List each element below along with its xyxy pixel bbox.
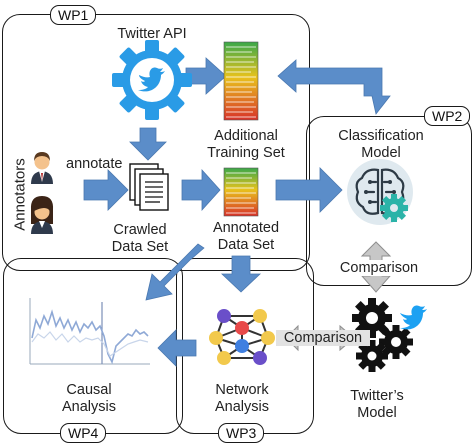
comparison-horizontal-label: Comparison: [276, 330, 370, 346]
crawled-data-set-label-line2: Data Set: [111, 239, 169, 255]
annotated-data-set-label-line1: Annotated: [212, 220, 280, 236]
arrow-annotated-to-causal: [145, 243, 205, 301]
twitters-model-label-line2: Model: [357, 405, 397, 421]
arrow-network-to-causal: [157, 329, 197, 367]
causal-analysis-label-line1: Causal: [66, 382, 112, 398]
network-analysis-label-line1: Network: [215, 382, 269, 398]
annotate-label: annotate: [66, 156, 123, 172]
comparison-vertical-label: Comparison: [332, 260, 426, 276]
annotators-label: Annotators: [11, 158, 29, 231]
twitter-api-label: Twitter API: [117, 26, 187, 42]
network-analysis-label-line2: Analysis: [215, 399, 269, 415]
wp2-tag: WP2: [424, 106, 471, 126]
arrow-api-to-crawled: [129, 127, 167, 161]
classification-model-label-line1: Classification: [338, 128, 424, 144]
brain-gear-icon: [347, 159, 413, 225]
arrow-annotated-to-classifier: [275, 167, 343, 213]
documents-icon: [129, 163, 169, 211]
classification-model-label-line2: Model: [361, 145, 401, 161]
twitter-gear-icon: [112, 40, 192, 120]
dataset-sheet-icon-training: [223, 41, 259, 121]
line-chart-icon: [29, 298, 150, 365]
wp1-box: [2, 14, 310, 271]
additional-training-set-label-line2: Training Set: [207, 145, 285, 161]
annotated-data-set-label-line2: Data Set: [217, 237, 275, 253]
annotator-male-icon: [31, 152, 53, 184]
crawled-data-set-label-line1: Crawled: [113, 222, 167, 238]
network-graph-icon: [209, 309, 275, 365]
dataset-sheet-icon-annotated: [223, 167, 259, 217]
wp1-tag: WP1: [50, 5, 97, 25]
arrow-classifier-feedback: [277, 59, 391, 115]
twitters-model-label-line1: Twitter’s: [350, 388, 404, 404]
additional-training-set-label-line1: Additional: [214, 128, 278, 144]
arrow-annotated-to-network: [220, 255, 262, 293]
wp2-box: [306, 116, 472, 286]
causal-analysis-label-line2: Analysis: [62, 399, 116, 415]
arrow-annotate-to-crawled: [83, 169, 129, 211]
annotator-female-icon: [30, 196, 54, 234]
wp4-tag: WP4: [60, 423, 107, 443]
arrow-crawled-to-annotated: [181, 168, 221, 212]
wp3-tag: WP3: [218, 423, 265, 443]
